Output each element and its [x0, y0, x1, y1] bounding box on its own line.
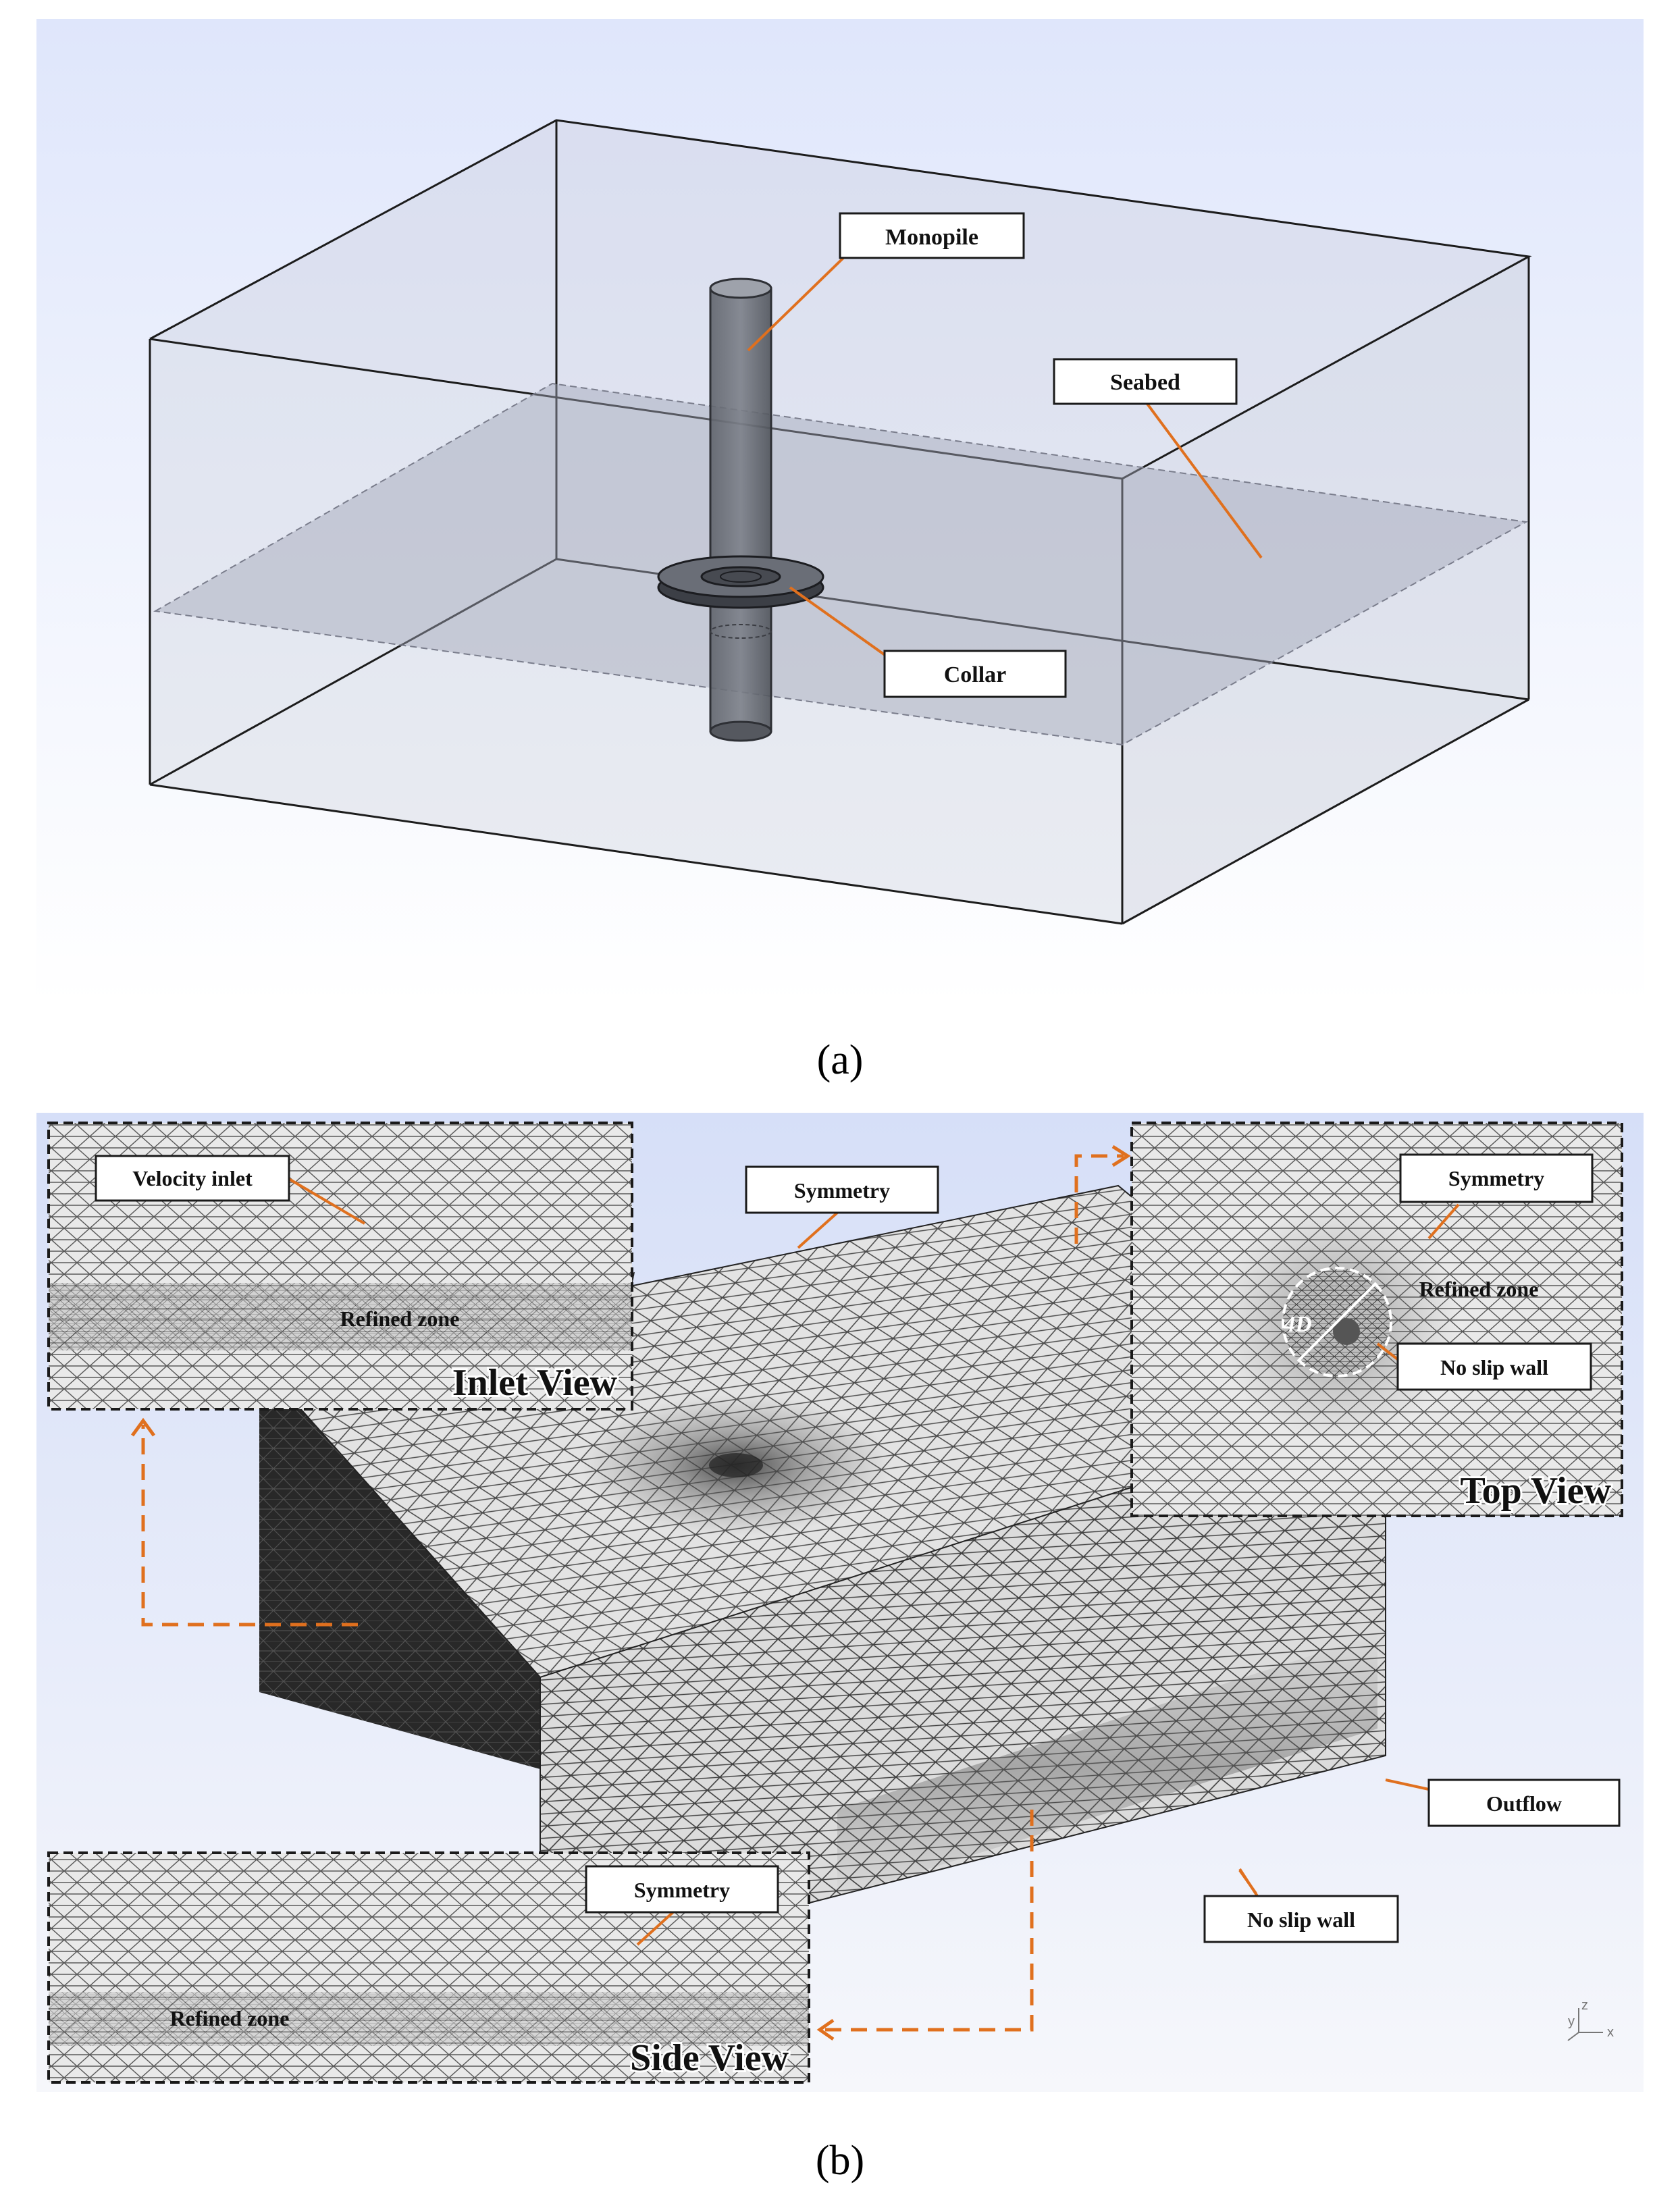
panel-b: Velocity inlet Refined zone Inlet View 4… — [36, 1113, 1644, 2092]
axis-triad-icon: z y x — [1567, 1998, 1614, 2041]
panel-a: Monopile Seabed Collar — [36, 19, 1644, 1005]
mesh-front-face — [540, 1406, 1386, 1972]
inset-side-view: Symmetry Refined zone Side View — [47, 1851, 810, 2084]
panel-a-background — [36, 19, 1644, 1005]
side-refined-zone: Refined zone — [170, 2006, 290, 2030]
caption-b: (b) — [816, 2138, 864, 2184]
label-seabed: Seabed — [1053, 358, 1238, 405]
inset-top-view: 4D Symmetry Refined zone No slip wall To… — [1130, 1122, 1623, 1517]
label-monopile: Monopile — [839, 212, 1025, 259]
svg-text:Outflow: Outflow — [1486, 1791, 1562, 1816]
label-no-slip-wall-main: No slip wall — [1203, 1895, 1399, 1943]
axis-z: z — [1581, 1998, 1588, 2013]
svg-text:Symmetry: Symmetry — [794, 1178, 890, 1203]
top-refined-zone: Refined zone — [1419, 1277, 1539, 1301]
inset-inlet-view: Velocity inlet Refined zone Inlet View — [47, 1122, 633, 1411]
axis-y: y — [1568, 2014, 1575, 2029]
monopile — [709, 278, 772, 742]
caption-a: (a) — [817, 1037, 864, 1083]
label-outflow: Outflow — [1427, 1779, 1621, 1827]
dashed-arrows — [141, 1154, 1124, 2032]
panel-a-leaders — [747, 257, 1263, 659]
label-top-symmetry: Symmetry — [1399, 1153, 1594, 1203]
collar — [657, 555, 824, 609]
svg-text:No slip wall: No slip wall — [1440, 1355, 1548, 1379]
top-dimension-4d: 4D — [1283, 1312, 1312, 1337]
label-side-symmetry: Symmetry — [585, 1865, 779, 1914]
svg-text:Collar: Collar — [944, 662, 1007, 687]
svg-text:Monopile: Monopile — [885, 225, 978, 250]
svg-text:Symmetry: Symmetry — [1448, 1166, 1544, 1190]
svg-text:No slip wall: No slip wall — [1247, 1908, 1355, 1932]
side-view-title: Side View — [630, 2037, 789, 2079]
svg-text:Symmetry: Symmetry — [634, 1878, 730, 1902]
svg-text:Velocity inlet: Velocity inlet — [132, 1166, 253, 1190]
axis-x: x — [1607, 2025, 1614, 2040]
label-top-no-slip-wall: No slip wall — [1396, 1342, 1592, 1391]
inlet-view-title: Inlet View — [452, 1362, 618, 1404]
top-view-title: Top View — [1460, 1470, 1611, 1512]
leader-noslip — [1238, 1868, 1259, 1897]
seabed-plane — [153, 382, 1529, 746]
label-collar: Collar — [883, 650, 1067, 698]
label-velocity-inlet: Velocity inlet — [95, 1155, 290, 1202]
inlet-refined-zone: Refined zone — [340, 1307, 460, 1331]
label-symmetry-main: Symmetry — [745, 1165, 939, 1214]
arrow-heads — [130, 1145, 1131, 2041]
svg-text:Seabed: Seabed — [1110, 370, 1180, 395]
